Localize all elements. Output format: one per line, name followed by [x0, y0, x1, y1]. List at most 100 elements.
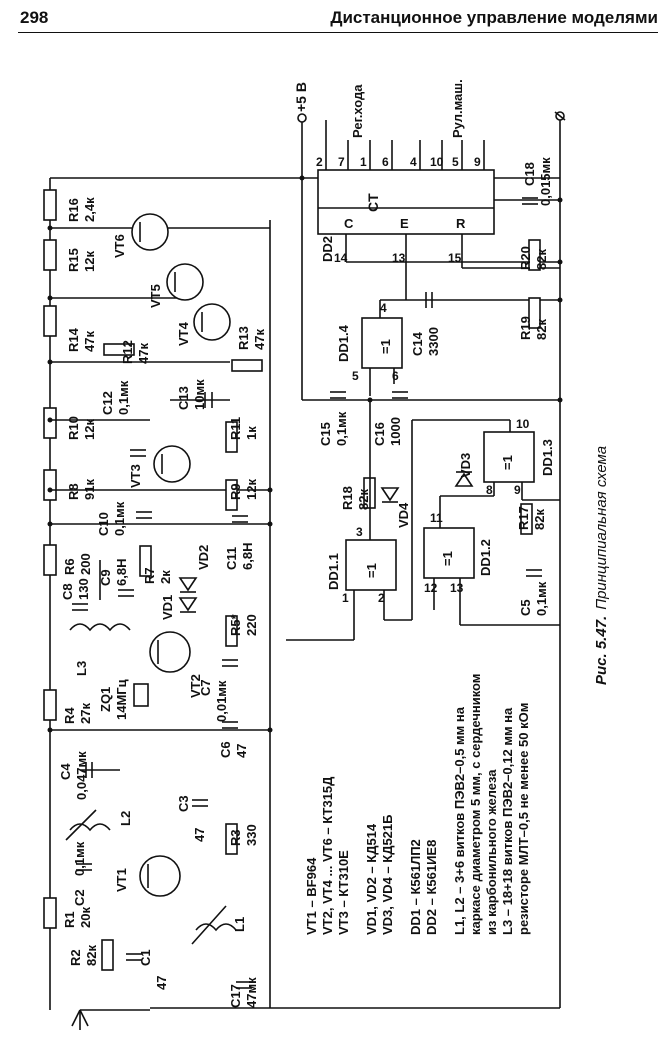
c4-value: 47	[192, 828, 207, 842]
r4-label: R4	[62, 707, 77, 724]
junction-dots	[47, 175, 563, 733]
ground-terminal	[554, 111, 566, 121]
r19-value: 82к	[534, 319, 549, 340]
r13-value: 47к	[252, 329, 267, 350]
r20-value: 82к	[534, 249, 549, 270]
output-amplifier: VT6 VT5 VT4 R12 47к R13 47к C12 0,1мк C1…	[50, 213, 270, 453]
c11-value: 6,8Н	[240, 543, 255, 570]
r18-label: R18	[340, 486, 355, 510]
note-line: VD3, VD4 – КД521Б	[380, 815, 395, 936]
c4-label: C3	[176, 795, 191, 812]
dd2-c-input-label: C	[344, 216, 354, 231]
vt2-label: VT2	[188, 674, 203, 698]
plus5v-terminal: +5 В	[293, 82, 309, 123]
left-resistor-column: R16 2,4к R15 12к R14 47к R10 12к R8 91к …	[43, 189, 97, 929]
r20-label: R20	[518, 246, 533, 270]
dd1-2-gate: =1 DD1.2 11 12 13 VD3	[423, 453, 560, 626]
vt3-transistor	[153, 445, 191, 483]
dd2-r-input-label: R	[456, 216, 466, 231]
dd1-4-pin-4: 4	[380, 301, 387, 315]
output-reg-hoda-label: Рег.хода	[350, 84, 365, 138]
vt2-oscillator: C9 6,8Н R7 2к VD2 VD1 C8 130 L3 VT2 R5* …	[50, 545, 270, 758]
vt6-label: VT6	[112, 234, 127, 258]
r9-value: 12к	[244, 479, 259, 500]
vd3-label: VD3	[458, 453, 473, 478]
r1-label: R1	[62, 911, 77, 928]
note-line: VD1, VD2 – КД514	[364, 823, 379, 935]
vt3-stage: VT3 R9 12к C10 0,1мк C11 6,8Н	[50, 419, 270, 570]
c12-value: 0,1мк	[116, 380, 131, 415]
dd2-pin-13: 13	[392, 251, 406, 265]
l1-coil-icon	[195, 923, 237, 932]
note-line: из карбонильного железа	[484, 769, 499, 935]
dd1-2-pin-12: 12	[424, 581, 438, 595]
vt1-label: VT1	[114, 868, 129, 892]
dd1-2-gate-symbol: =1	[440, 551, 455, 566]
dd1-1-gate-symbol: =1	[364, 563, 379, 578]
plus5v-label: +5 В	[293, 82, 309, 112]
r17-label: R17	[516, 506, 531, 530]
r11-value: 1к	[244, 426, 259, 440]
l2-label: L2	[118, 811, 133, 826]
c7-label: C7	[198, 679, 213, 696]
dd1-2-pin-11: 11	[430, 511, 443, 525]
c2-label: C1	[138, 949, 153, 966]
vd4-label: VD4	[396, 502, 411, 528]
note-line: каркасе диаметром 5 мм, с сердечником	[468, 674, 483, 935]
l3-coil-icon	[69, 623, 131, 632]
c18-label: C18	[522, 162, 537, 186]
note-line: DD1 – К561ЛП2	[408, 839, 423, 935]
c16-value: 3300	[426, 327, 441, 356]
c14-value: 0,1мк	[534, 581, 549, 616]
dd1-1-pin-3: 3	[356, 525, 363, 539]
r1-value: 20к	[78, 907, 93, 928]
c16-label: C14	[410, 331, 425, 356]
r8-label: R8	[66, 483, 81, 500]
dd1-1-label: DD1.1	[326, 553, 341, 590]
vt4-transistor	[193, 303, 231, 341]
note-line: L1, L2 – 3+6 витков ПЭВ2–0,5 мм на	[452, 706, 467, 935]
c10-value: 0,1мк	[112, 501, 127, 536]
dd1-4-pin-6: 6	[392, 369, 399, 383]
c1-label: C17	[228, 984, 243, 1008]
dd1-1-gate: R18 82к VD4 =1 DD1.1 3 1 2	[286, 400, 510, 641]
figure-caption: Рис. 5.47. Принципиальная схема	[593, 446, 610, 685]
dd1-3-gate-symbol: =1	[500, 455, 515, 470]
r2-label: R2	[68, 949, 83, 966]
r5-label: R5*	[228, 613, 243, 636]
caption-body: Принципиальная схема	[593, 446, 610, 610]
note-line: L3 – 18+18 витков ПЭВ2–0,12 мм на	[500, 707, 515, 935]
note-line: резисторе МЛТ–0,5 не менее 50 кОм	[516, 703, 531, 935]
c13-value: 10мк	[192, 379, 207, 410]
dd2-ct-label: CT	[365, 193, 381, 212]
zq1-label: ZQ1	[98, 687, 113, 712]
c3-label: C2	[72, 889, 87, 906]
c9-value: 6,8Н	[114, 559, 129, 586]
caption-prefix: Рис. 5.47.	[593, 616, 610, 685]
c6-label: C6	[218, 741, 233, 758]
r10-value: 12к	[82, 419, 97, 440]
c14-label: C5	[518, 599, 533, 616]
dd2-e-input-label: E	[400, 216, 409, 231]
r15-value: 12к	[82, 251, 97, 272]
dd1-1-pin-1: 1	[342, 591, 349, 605]
dd2-pin-7: 7	[338, 155, 345, 169]
c9-label: C9	[98, 569, 113, 586]
dd2-pin-4: 4	[410, 155, 417, 169]
c17-label: C15	[318, 422, 333, 446]
dd2-pin-5: 5	[452, 155, 459, 169]
r4-value: 27к	[78, 703, 93, 724]
dd1-2-label: DD1.2	[478, 539, 493, 576]
note-line: VT1 – BF964	[304, 857, 319, 935]
vt6-transistor	[131, 213, 169, 251]
dd2-pin-10: 10	[430, 155, 444, 169]
l3-label: L3	[74, 661, 89, 676]
c6-value: 47	[234, 744, 249, 758]
dd1-4-gate: =1 DD1.4 4 5 6 C14 3300 R19 82к	[336, 292, 560, 396]
dd1-3-pin-9: 9	[514, 483, 521, 497]
dd1-3-pin-8: 8	[486, 483, 493, 497]
supply-decoupling: C15 0,1мк C16 1000	[302, 391, 560, 446]
r12-value: 47к	[136, 343, 151, 364]
r18-value: 82к	[356, 489, 371, 510]
dd2-pin-2: 2	[316, 155, 323, 169]
